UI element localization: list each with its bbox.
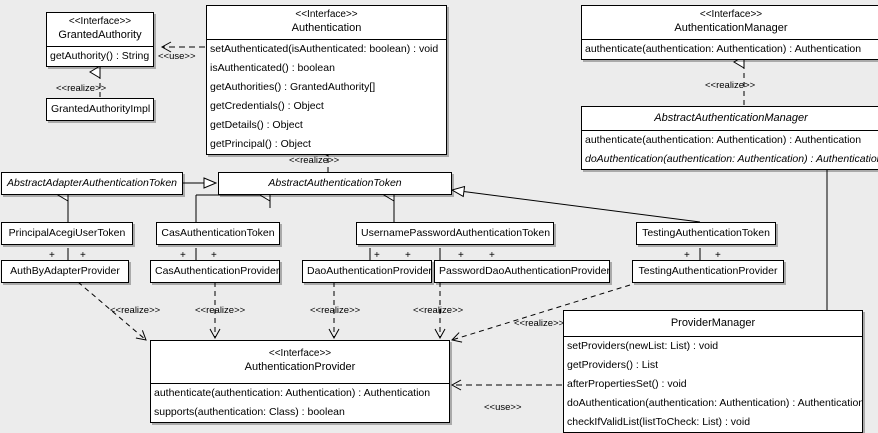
operations-compartment: authenticate(authentication: Authenticat… xyxy=(582,39,878,59)
class-header: <<Interface>> Authentication xyxy=(207,6,446,39)
operation: getDetails() : Object xyxy=(210,119,303,131)
operation: authenticate(authentication: Authenticat… xyxy=(585,134,862,146)
class-abstract-authentication-manager[interactable]: AbstractAuthenticationManager authentica… xyxy=(581,106,878,170)
interface-stereotype: <<Interface>> xyxy=(699,9,763,20)
class-authentication-provider[interactable]: <<Interface>> AuthenticationProvider aut… xyxy=(150,340,450,423)
class-granted-authority-impl[interactable]: GrantedAuthorityImpl xyxy=(46,98,154,121)
interface-stereotype: <<Interface>> xyxy=(268,348,332,359)
operation: getCredentials() : Object xyxy=(210,100,324,112)
operation: doAuthentication(authentication: Authent… xyxy=(585,153,878,165)
class-principal-acegi-user-token[interactable]: PrincipalAcegiUserToken xyxy=(1,222,133,245)
class-username-password-authentication-token[interactable]: UsernamePasswordAuthenticationToken xyxy=(356,222,554,245)
association-role-plus: + xyxy=(458,250,464,261)
operation: checkIfValidList(listToCheck: List) : vo… xyxy=(567,416,751,428)
class-name: PasswordDaoAuthenticationProvider xyxy=(439,265,610,277)
operation: getAuthorities() : GrantedAuthority[] xyxy=(210,81,376,93)
operation: isAuthenticated() : boolean xyxy=(210,62,335,74)
association-role-plus: + xyxy=(211,250,217,261)
edge-label-realize-cas-authentication-provider: <<realize>> xyxy=(195,305,246,316)
operations-compartment: authenticate(authentication: Authenticat… xyxy=(582,130,878,169)
class-header: <<Interface>> AuthenticationProvider xyxy=(151,341,449,383)
operation: authenticate(authentication: Authenticat… xyxy=(154,387,431,399)
operation: setAuthenticated(isAuthenticated: boolea… xyxy=(210,43,439,55)
uml-class-diagram: <<Interface>> GrantedAuthority getAuthor… xyxy=(1,5,878,433)
class-abstract-adapter-authentication-token[interactable]: AbstractAdapterAuthenticationToken xyxy=(1,172,183,195)
class-name: CasAuthenticationToken xyxy=(161,227,275,239)
class-name: AbstractAdapterAuthenticationToken xyxy=(6,177,178,189)
edge-label-use-granted-authority: <<use>> xyxy=(158,51,196,62)
class-dao-authentication-provider[interactable]: DaoAuthenticationProvider xyxy=(302,260,432,283)
class-auth-by-adapter-provider[interactable]: AuthByAdapterProvider xyxy=(1,260,129,283)
class-password-dao-authentication-provider[interactable]: PasswordDaoAuthenticationProvider xyxy=(434,260,610,283)
class-header: <<Interface>> AuthenticationManager xyxy=(582,6,878,39)
class-testing-authentication-provider[interactable]: TestingAuthenticationProvider xyxy=(632,260,784,283)
class-name: GrantedAuthorityImpl xyxy=(51,103,151,115)
interface-stereotype: <<Interface>> xyxy=(295,9,358,20)
edge-label-use-provider-manager: <<use>> xyxy=(484,402,522,413)
class-provider-manager[interactable]: ProviderManager setProviders(newList: Li… xyxy=(563,310,863,433)
class-name: TestingAuthenticationProvider xyxy=(638,265,778,277)
class-name: ProviderManager xyxy=(670,317,756,329)
edge-label-realize-abstract-authentication-token: <<realize>> xyxy=(289,155,340,166)
association-role-plus: + xyxy=(80,250,86,261)
class-abstract-authentication-token[interactable]: AbstractAuthenticationToken xyxy=(218,172,452,195)
association-role-plus: + xyxy=(180,250,186,261)
class-cas-authentication-token[interactable]: CasAuthenticationToken xyxy=(156,222,280,245)
operations-compartment: setProviders(newList: List) : void getPr… xyxy=(564,336,862,432)
edge-label-realize-provider-manager: <<realize>> xyxy=(514,318,565,329)
operation: afterPropertiesSet() : void xyxy=(567,378,687,390)
class-name: AbstractAuthenticationToken xyxy=(268,177,402,189)
class-authentication[interactable]: <<Interface>> Authentication setAuthenti… xyxy=(206,5,447,155)
class-name: AuthenticationProvider xyxy=(244,361,356,373)
edge-label-realize-abstract-authentication-manager: <<realize>> xyxy=(705,80,756,91)
association-role-plus: + xyxy=(405,250,411,261)
class-header: AbstractAuthenticationManager xyxy=(582,107,878,130)
class-header: <<Interface>> GrantedAuthority xyxy=(47,13,153,46)
association-role-plus: + xyxy=(684,250,690,261)
class-name: UsernamePasswordAuthenticationToken xyxy=(361,227,551,239)
operation: getPrincipal() : Object xyxy=(210,138,311,150)
class-name: AuthByAdapterProvider xyxy=(10,265,120,277)
operations-compartment: getAuthority() : String xyxy=(47,46,153,66)
operations-compartment: authenticate(authentication: Authenticat… xyxy=(151,383,449,422)
class-cas-authentication-provider[interactable]: CasAuthenticationProvider xyxy=(150,260,280,283)
class-name: AbstractAuthenticationManager xyxy=(654,112,808,124)
operation: getProviders() : List xyxy=(567,359,659,371)
class-header: ProviderManager xyxy=(564,311,862,336)
class-name: TestingAuthenticationToken xyxy=(642,227,770,239)
association-role-plus: + xyxy=(715,250,721,261)
class-name: CasAuthenticationProvider xyxy=(155,265,280,277)
edge-label-realize-dao-authentication-provider: <<realize>> xyxy=(310,305,361,316)
association-role-plus: + xyxy=(374,250,380,261)
class-testing-authentication-token[interactable]: TestingAuthenticationToken xyxy=(636,222,776,245)
class-name: Authentication xyxy=(291,22,362,34)
class-authentication-manager[interactable]: <<Interface>> AuthenticationManager auth… xyxy=(581,5,878,60)
association-role-plus: + xyxy=(489,250,495,261)
operation: doAuthentication(authentication: Authent… xyxy=(567,397,862,409)
class-name: GrantedAuthority xyxy=(58,29,142,41)
operation: authenticate(authentication: Authenticat… xyxy=(585,43,862,55)
edge-label-realize-auth-by-adapter-provider: <<realize>> xyxy=(110,305,161,316)
operation: getAuthority() : String xyxy=(50,50,150,62)
edge-label-realize-granted-authority-impl: <<realize>> xyxy=(56,83,107,94)
operation: supports(authentication: Class) : boolea… xyxy=(154,406,345,418)
interface-stereotype: <<Interface>> xyxy=(68,16,132,27)
class-name: AuthenticationManager xyxy=(674,22,788,34)
edge-label-realize-password-dao-authentication-provider: <<realize>> xyxy=(413,305,464,316)
class-name: PrincipalAcegiUserToken xyxy=(8,227,126,239)
class-granted-authority[interactable]: <<Interface>> GrantedAuthority getAuthor… xyxy=(46,12,154,67)
operation: setProviders(newList: List) : void xyxy=(567,340,719,352)
association-role-plus: + xyxy=(49,250,55,261)
class-name: DaoAuthenticationProvider xyxy=(307,265,432,277)
operations-compartment: setAuthenticated(isAuthenticated: boolea… xyxy=(207,39,446,154)
